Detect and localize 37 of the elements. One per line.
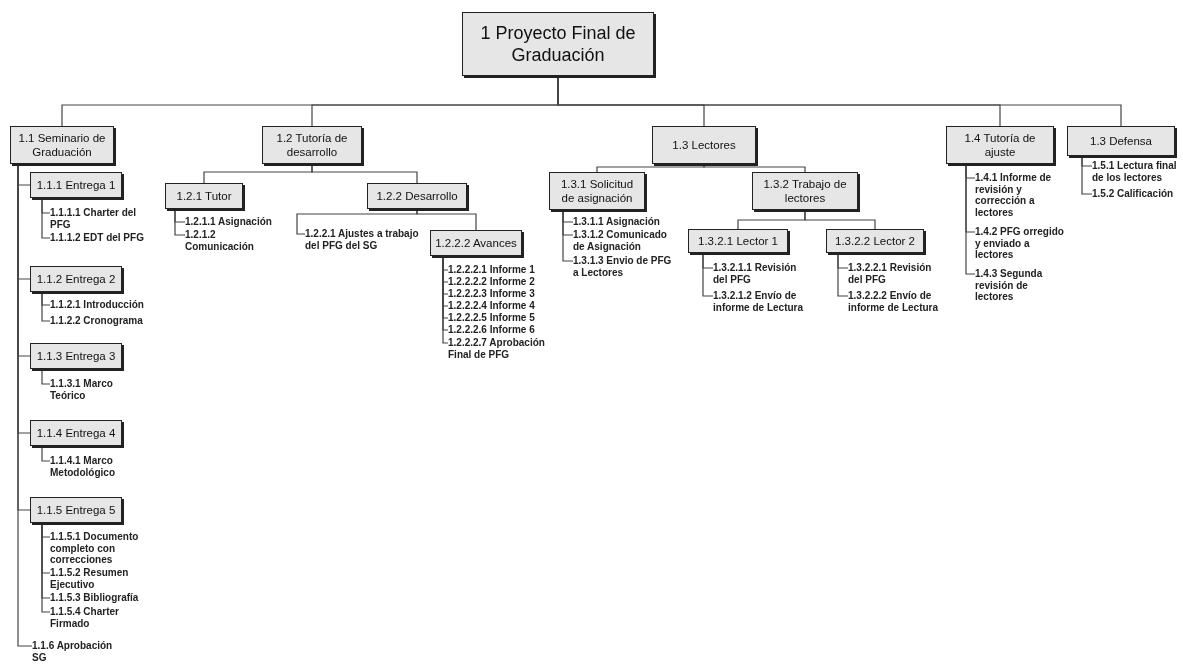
work-package-box: 1.3 Defensa bbox=[1067, 126, 1175, 156]
connector-line bbox=[1081, 155, 1093, 195]
work-package-box: 1.2.2.2 Avances bbox=[430, 230, 522, 256]
connector-line bbox=[804, 209, 876, 230]
connector-line bbox=[41, 445, 51, 462]
connector-line bbox=[41, 197, 51, 239]
work-package-box: 1.2.1 Tutor bbox=[165, 183, 243, 209]
connector-line bbox=[41, 368, 51, 385]
connector-line bbox=[41, 522, 51, 613]
work-package-box: 1.3.2.2 Lector 2 bbox=[826, 229, 924, 253]
connector-line bbox=[311, 163, 418, 184]
work-package-box: 1.3.2 Trabajo de lectores bbox=[752, 172, 858, 210]
work-package-box: 1.2 Tutoría de desarrollo bbox=[262, 126, 362, 164]
work-package-box: 1.2.2 Desarrollo bbox=[367, 183, 467, 209]
connector-line bbox=[41, 291, 51, 322]
work-item-text: 1.4.2 PFG orregido y enviado a lectores bbox=[975, 226, 1067, 261]
connector-line bbox=[702, 252, 714, 297]
work-package-box: 1.3 Lectores bbox=[652, 126, 756, 164]
work-package-box: 1.1.2 Entrega 2 bbox=[30, 266, 122, 292]
work-package-box: 1 Proyecto Final de Graduación bbox=[462, 12, 654, 76]
connector-line bbox=[416, 208, 477, 231]
work-package-box: 1.1 Seminario de Graduación bbox=[10, 126, 114, 164]
work-item-text: 1.2.2.2.7 Aprobación Final de PFG bbox=[448, 337, 548, 360]
work-item-text: 1.3.1.3 Envio de PFG a Lectores bbox=[573, 255, 673, 278]
work-package-box: 1.3.2.1 Lector 1 bbox=[688, 229, 788, 253]
work-package-box: 1.3.1 Solicitud de asignación bbox=[549, 172, 645, 210]
connector-line bbox=[703, 163, 806, 173]
connector-line bbox=[174, 208, 186, 236]
work-package-box: 1.1.1 Entrega 1 bbox=[30, 172, 122, 198]
work-package-box: 1.1.3 Entrega 3 bbox=[30, 343, 122, 369]
connector-line bbox=[837, 252, 849, 297]
connector-line bbox=[596, 163, 705, 173]
work-package-box: 1.4 Tutoría de ajuste bbox=[946, 126, 1054, 164]
work-package-box: 1.1.5 Entrega 5 bbox=[30, 497, 122, 523]
connector-line bbox=[562, 209, 574, 262]
work-package-box: 1.1.4 Entrega 4 bbox=[30, 420, 122, 446]
connector-line bbox=[965, 163, 976, 275]
